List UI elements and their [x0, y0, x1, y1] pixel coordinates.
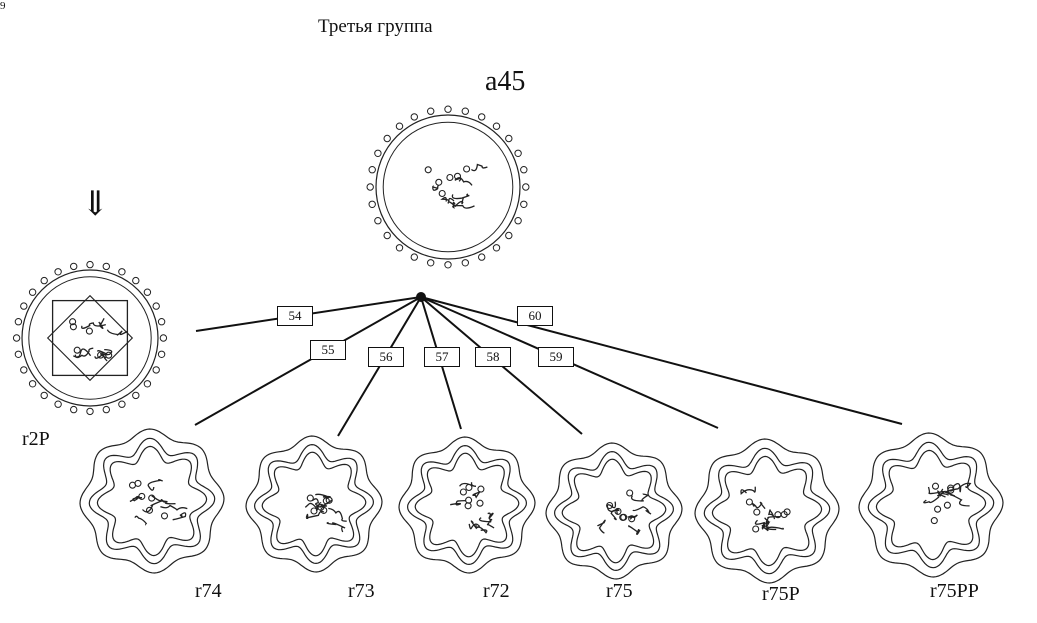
- coin-label-r75p: r75P: [762, 583, 800, 605]
- coin-r75p-drawing: [694, 438, 840, 584]
- coin-label-r2p: r2P: [22, 428, 50, 450]
- edge-label-54: 54: [277, 306, 313, 326]
- coin-r73-drawing: [245, 435, 383, 573]
- hub-coin-label: a45: [485, 66, 526, 97]
- coins-layer: [12, 105, 1004, 584]
- coin-label-r75: r75: [606, 580, 633, 602]
- coin-r75pp-drawing: [858, 432, 1004, 578]
- hub-coin-a45-drawing: [366, 105, 530, 269]
- edge-label-56: 56: [368, 347, 404, 367]
- coin-label-r75pp: r75PP: [930, 580, 979, 602]
- coin-label-r74: r74: [195, 580, 222, 602]
- hub-node: [416, 292, 426, 302]
- edge-label-58: 58: [475, 347, 511, 367]
- coin-r75-drawing: [545, 442, 683, 580]
- edge-60: [420, 296, 903, 425]
- figure-title: Третья группа: [318, 16, 433, 37]
- edge-label-60: 60: [517, 306, 553, 326]
- edge-label-55: 55: [310, 340, 346, 360]
- coin-r2p-drawing: [12, 260, 168, 416]
- edge-label-57: 57: [424, 347, 460, 367]
- coin-r72-drawing: [398, 436, 536, 574]
- coin-label-r73: r73: [348, 580, 375, 602]
- down-double-arrow-icon: ⇓: [81, 186, 110, 223]
- page-number: 9: [0, 0, 6, 12]
- edge-label-59: 59: [538, 347, 574, 367]
- coin-label-r72: r72: [483, 580, 510, 602]
- coin-r74-drawing: [79, 428, 225, 574]
- edge-55: [194, 296, 422, 426]
